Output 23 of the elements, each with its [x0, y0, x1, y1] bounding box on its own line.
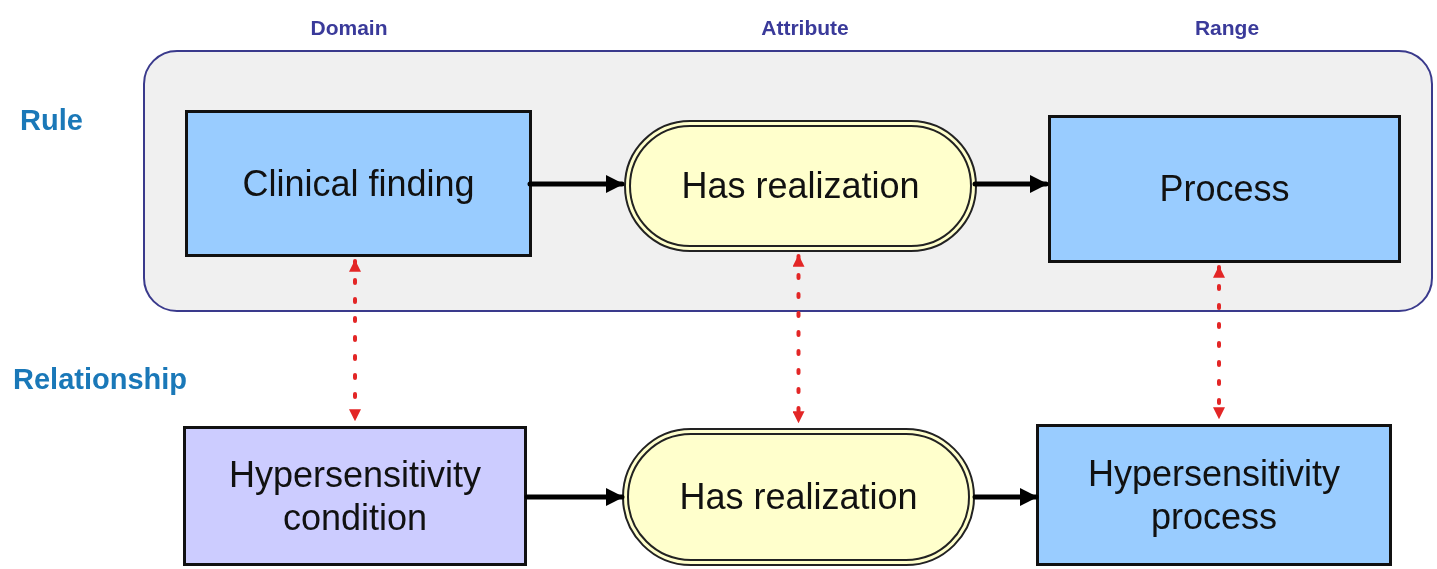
node-label: Has realization — [680, 164, 921, 208]
arrow — [972, 488, 1039, 506]
concept-box — [183, 426, 527, 566]
node-label: Process — [1158, 167, 1291, 211]
arrow — [972, 175, 1049, 193]
arrow — [527, 175, 625, 193]
concept-box — [185, 110, 532, 257]
row-heading: Rule — [20, 103, 83, 138]
concept-box — [1036, 424, 1392, 566]
node-label: Hypersensitivity condition — [227, 452, 483, 540]
column-heading: Attribute — [761, 15, 849, 41]
row-heading: Relationship — [13, 362, 187, 397]
rule-container — [143, 50, 1433, 312]
node-label: Hypersensitivity process — [1086, 451, 1342, 539]
arrow — [524, 488, 625, 506]
arrow — [349, 259, 361, 422]
column-heading: Domain — [310, 15, 388, 41]
node-label: Clinical finding — [241, 161, 476, 206]
arrow — [1213, 265, 1225, 420]
concept-box — [1048, 115, 1401, 263]
node-label: Has realization — [678, 475, 919, 519]
column-heading: Range — [1194, 15, 1260, 41]
arrow — [792, 254, 805, 424]
